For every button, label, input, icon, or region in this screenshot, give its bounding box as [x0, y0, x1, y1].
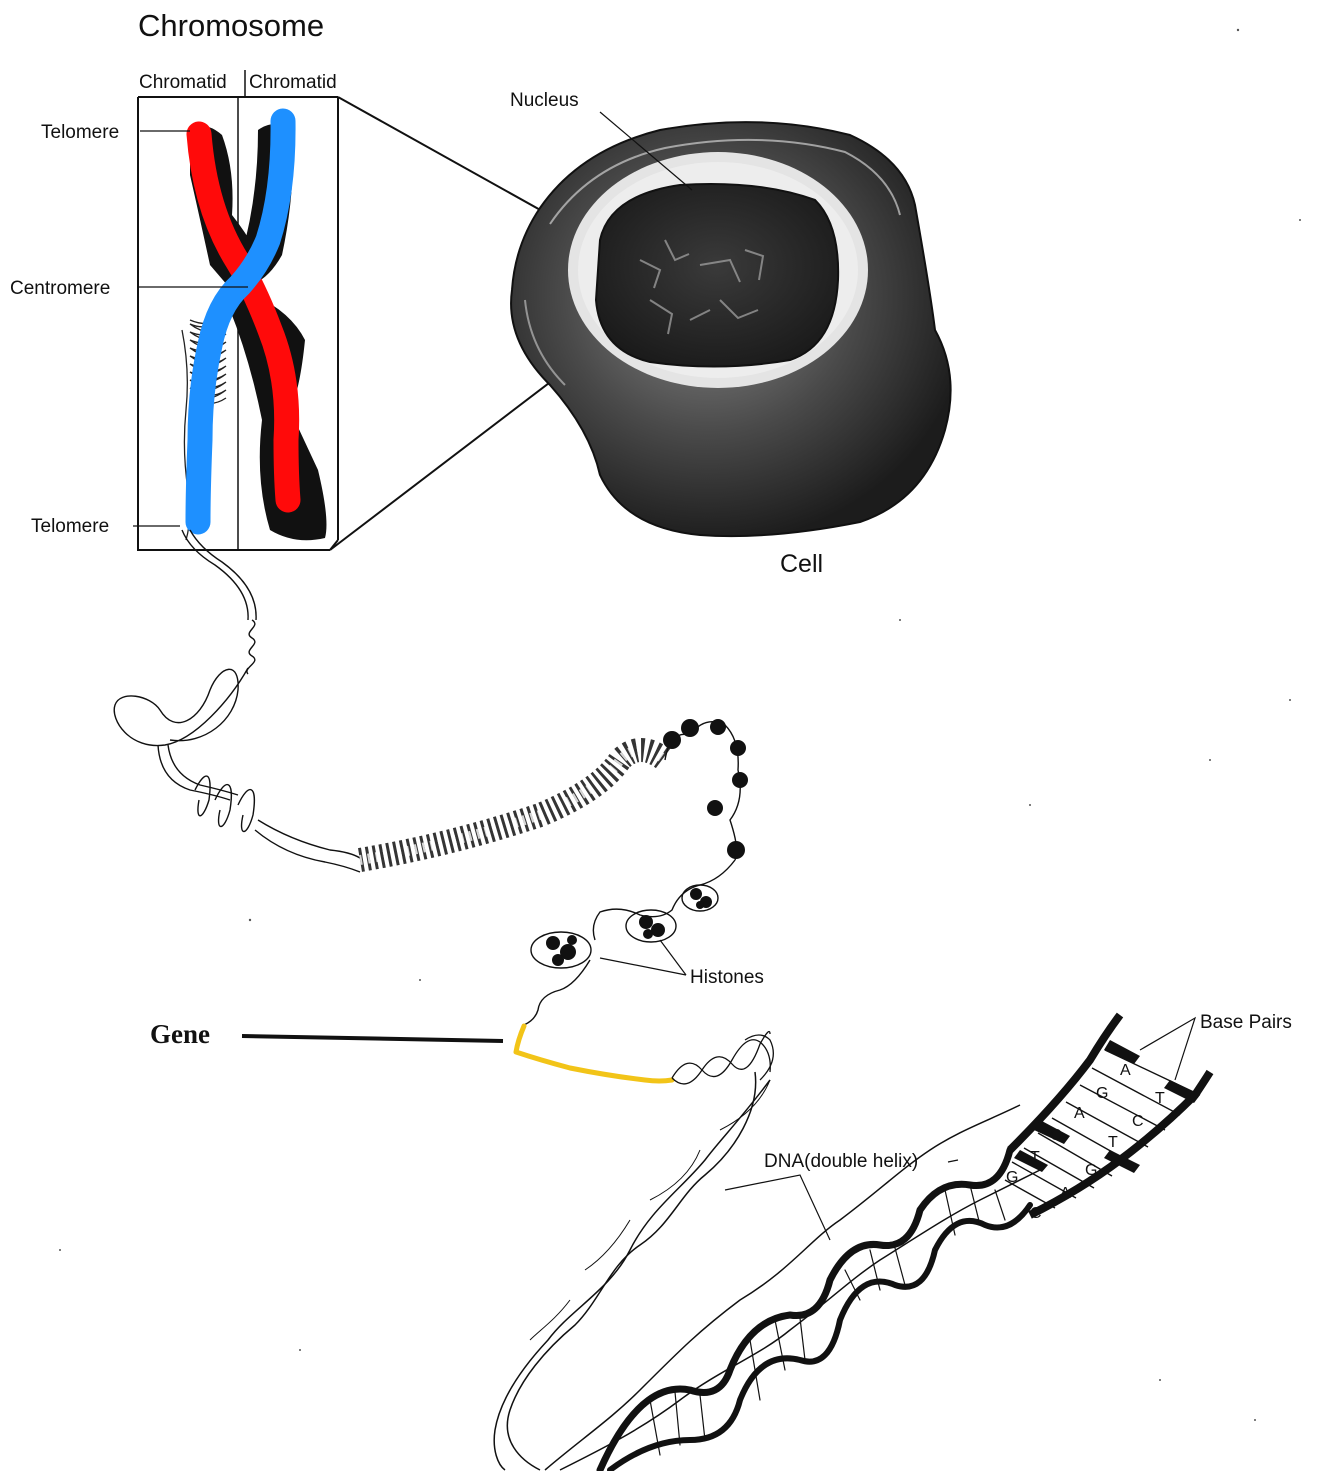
nucleus-label: Nucleus — [510, 90, 579, 111]
base-row4-left: C — [1050, 1127, 1062, 1144]
base-row3-right: T — [1108, 1134, 1118, 1151]
gene-segment — [516, 1026, 672, 1081]
chromatid-right-label: Chromatid — [249, 72, 337, 93]
telomere-top-label: Telomere — [41, 122, 119, 143]
base-row4-right: G — [1085, 1162, 1097, 1179]
nucleosome-beads — [663, 719, 748, 860]
histones-pointer-2 — [660, 940, 686, 975]
histones-label: Histones — [690, 967, 764, 988]
base-row2-right: C — [1132, 1113, 1144, 1130]
base-row1-right: T — [1155, 1090, 1165, 1107]
telomere-bottom-label: Telomere — [31, 516, 109, 537]
thin-helix — [672, 1032, 773, 1084]
thick-helix-strands — [600, 1150, 1030, 1470]
centromere-label: Centromere — [10, 278, 110, 299]
dna-ladder: A T G C A T C G T A G C — [1005, 1015, 1210, 1222]
cell — [511, 122, 951, 536]
dna-pointer-right — [948, 1160, 958, 1162]
base-pairs-label: Base Pairs — [1200, 1012, 1292, 1033]
chromosome-title: Chromosome — [138, 8, 324, 43]
base-row2-left: G — [1096, 1085, 1108, 1102]
dna-label: DNA(double helix) — [764, 1151, 918, 1172]
base-row5-left: T — [1030, 1149, 1040, 1166]
base-row3-left: A — [1074, 1105, 1085, 1122]
base-row6-right: C — [1030, 1205, 1042, 1222]
nucleus — [596, 184, 838, 367]
dna-pointer — [725, 1175, 830, 1240]
cell-label: Cell — [780, 550, 823, 578]
histones-pointer-1 — [600, 958, 686, 975]
chromatin-fiber — [114, 530, 360, 872]
beaded-30nm-fiber — [360, 750, 665, 860]
gene-pointer — [242, 1036, 503, 1041]
chromatid-left-label: Chromatid — [139, 72, 227, 93]
gene-label: Gene — [150, 1019, 210, 1049]
base-row6-left: G — [1006, 1169, 1018, 1186]
base-row1-left: A — [1120, 1062, 1131, 1079]
dna-double-helix — [494, 1072, 1040, 1470]
base-row5-right: A — [1060, 1185, 1071, 1202]
histone-spools — [524, 860, 735, 1025]
